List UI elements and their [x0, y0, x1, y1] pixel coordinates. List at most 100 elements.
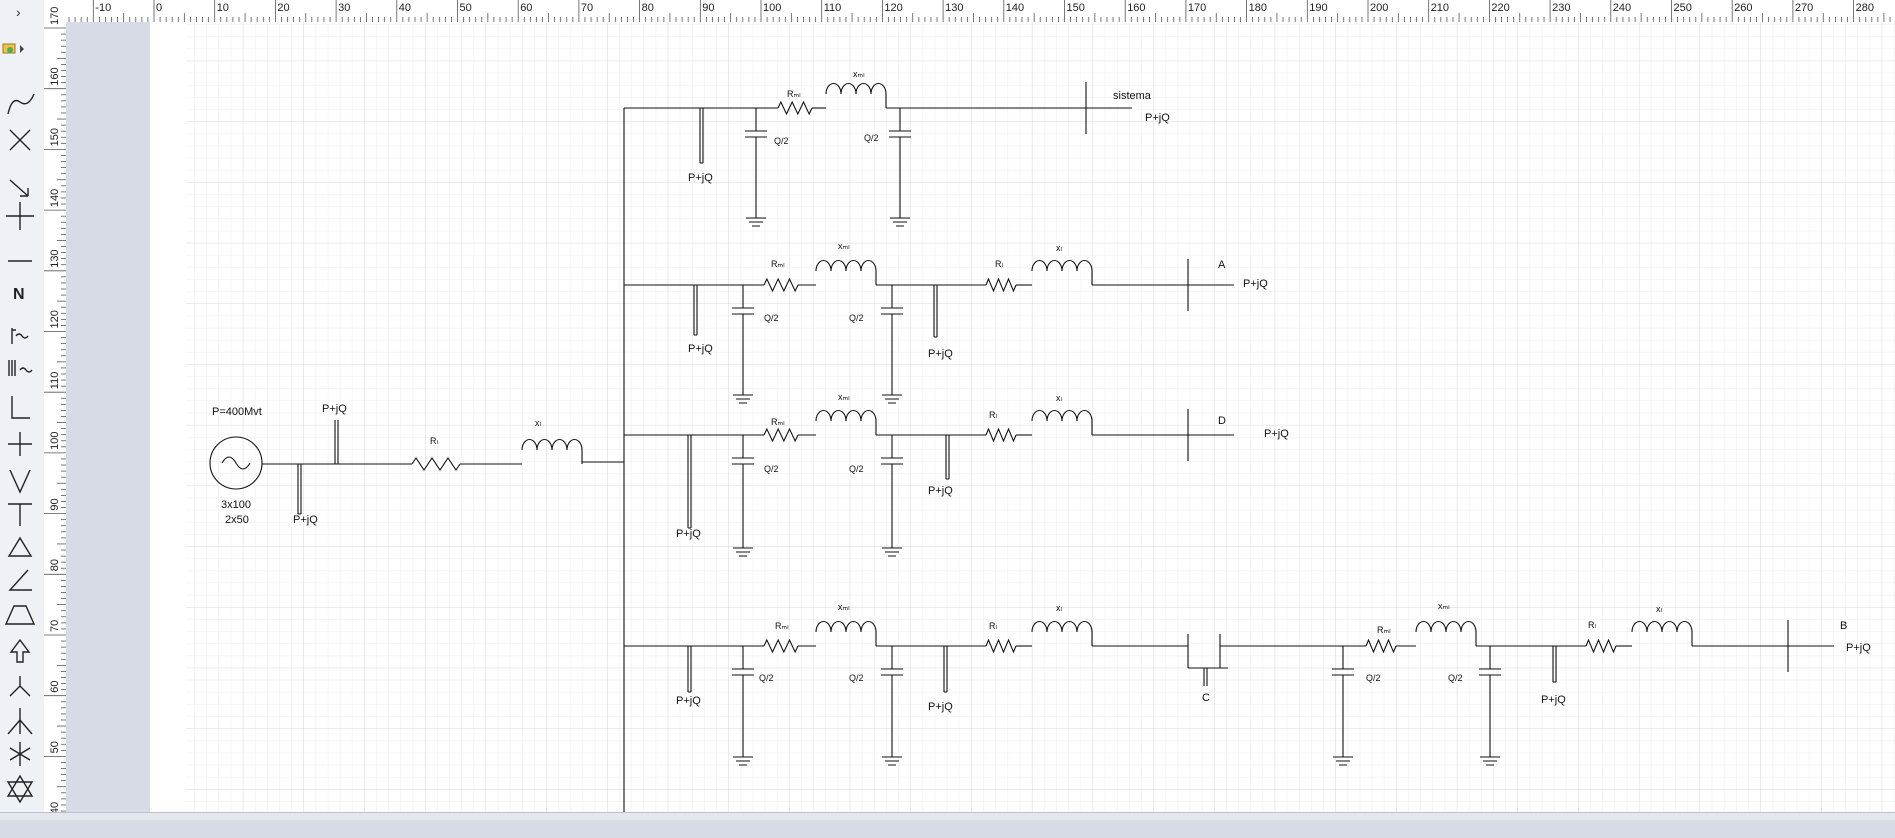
- ruler-label: 20: [277, 2, 289, 14]
- b-load3-label: P+jQ: [1541, 694, 1566, 706]
- resistor-symbol: [763, 277, 799, 293]
- generator-sine: [221, 456, 251, 470]
- angle-icon[interactable]: [8, 569, 32, 591]
- load-arrow: [334, 420, 339, 465]
- load-arrow: [687, 435, 692, 529]
- b-q2-label: Q/2: [849, 673, 864, 683]
- coil-line-icon[interactable]: [11, 328, 29, 344]
- ruler-label: 260: [1734, 2, 1752, 14]
- ruler-label: 170: [1188, 2, 1206, 14]
- sistema-load-label: P+jQ: [688, 172, 713, 184]
- small-cross-icon[interactable]: [8, 432, 32, 456]
- star-of-david-icon[interactable]: [6, 774, 34, 804]
- b-r3-label: Rₘₗ: [1377, 625, 1391, 635]
- b-r2-label: Rₗ: [989, 621, 997, 631]
- ruler-label: 90: [49, 498, 61, 510]
- wye-icon[interactable]: [9, 676, 31, 697]
- ruler-label: 100: [763, 2, 781, 14]
- b-load2-label: P+jQ: [928, 701, 953, 713]
- b-q3-label: Q/2: [1366, 673, 1381, 683]
- asterisk-icon[interactable]: [9, 742, 31, 766]
- ruler-label: 40: [49, 802, 61, 814]
- d-r1-label: Rₘₗ: [771, 417, 785, 427]
- ruler-label: 190: [1309, 2, 1327, 14]
- t-shape-icon[interactable]: [8, 503, 32, 526]
- ruler-label: 60: [49, 680, 61, 692]
- resistor-symbol: [1365, 638, 1397, 654]
- load-arrow: [693, 285, 698, 336]
- ground-symbol: [746, 217, 766, 227]
- inductor-symbol: [1031, 410, 1093, 422]
- b-r4-label: Rₗ: [1588, 620, 1596, 630]
- ground-symbol: [733, 547, 753, 557]
- a-q-right-label: Q/2: [849, 313, 864, 323]
- inductor-symbol: [1631, 621, 1693, 633]
- status-bar: [0, 812, 1895, 820]
- plus-icon[interactable]: [6, 202, 34, 230]
- arrow-down-right-icon[interactable]: [9, 179, 29, 197]
- expand-panel-button[interactable]: ›: [16, 4, 21, 20]
- ruler-label: 230: [1552, 2, 1570, 14]
- b-x1-label: xₘₗ: [838, 602, 850, 612]
- generator-symbol: [209, 436, 263, 490]
- inductor-symbol: [521, 439, 583, 451]
- d-q-left-label: Q/2: [764, 464, 779, 474]
- sistema-q-right-label: Q/2: [864, 133, 879, 143]
- ground-symbol: [882, 547, 902, 557]
- v-shape-icon[interactable]: [9, 469, 31, 494]
- triple-coil-icon[interactable]: [8, 360, 33, 376]
- d-load2-label: P+jQ: [928, 485, 953, 497]
- d-bus-load: P+jQ: [1264, 428, 1289, 440]
- b-r1-label: Rₘₗ: [775, 621, 789, 631]
- inductor-symbol: [815, 621, 877, 633]
- corner-l-icon[interactable]: [11, 396, 30, 419]
- a-bus-load: P+jQ: [1243, 278, 1268, 290]
- d-r2-label: Rₗ: [989, 410, 997, 420]
- resistor-symbol: [763, 427, 799, 443]
- ruler-label: 140: [49, 189, 61, 207]
- a-load1-label: P+jQ: [688, 343, 713, 355]
- b-bus-load: P+jQ: [1846, 642, 1871, 654]
- drawing-canvas[interactable]: P=400Mvt 3x100 2x50 P+jQ P+jQ Rₗ xₗ Rₘₗ …: [66, 22, 1895, 812]
- a-q-left-label: Q/2: [764, 313, 779, 323]
- ruler-label: 70: [581, 2, 593, 14]
- ruler-label: 150: [1067, 2, 1085, 14]
- stencil-folder-icon[interactable]: [0, 36, 44, 62]
- load-arrow: [1552, 646, 1557, 683]
- ruler-label: 50: [49, 741, 61, 753]
- page-grid: [186, 22, 1895, 812]
- inductor-symbol: [1031, 621, 1093, 633]
- ruler-label: 110: [49, 372, 61, 390]
- trapezoid-icon[interactable]: [4, 605, 36, 625]
- arrow-up-icon[interactable]: [9, 638, 31, 663]
- resistor-symbol: [763, 638, 799, 654]
- b-x3-label: xₘₗ: [1438, 601, 1450, 611]
- busbar: [1187, 259, 1234, 311]
- ground-symbol: [882, 756, 902, 766]
- d-bus-name: D: [1218, 415, 1226, 427]
- busbar: [1187, 409, 1234, 461]
- ruler-label: 130: [49, 249, 61, 267]
- triangle-icon[interactable]: [7, 536, 33, 557]
- neutral-n-icon[interactable]: N: [13, 286, 25, 303]
- resistor-symbol: [985, 277, 1017, 293]
- busbar: [1085, 82, 1132, 134]
- generator-load-up-label: P+jQ: [322, 403, 347, 415]
- arc-icon[interactable]: [7, 93, 35, 115]
- cross-x-icon[interactable]: [9, 129, 31, 151]
- resistor-symbol: [777, 100, 813, 116]
- ruler-label: 160: [1127, 2, 1145, 14]
- svg-text:N: N: [13, 286, 25, 303]
- generator-units-a-label: 3x100: [221, 499, 251, 511]
- ruler-label: 60: [520, 2, 532, 14]
- ruler-label: 120: [49, 310, 61, 328]
- load-arrow: [687, 646, 692, 693]
- psi-icon[interactable]: [7, 708, 33, 735]
- load-arrow: [943, 646, 948, 693]
- ruler-label: 210: [1431, 2, 1449, 14]
- ruler-label: 90: [702, 2, 714, 14]
- ruler-label: 80: [642, 2, 654, 14]
